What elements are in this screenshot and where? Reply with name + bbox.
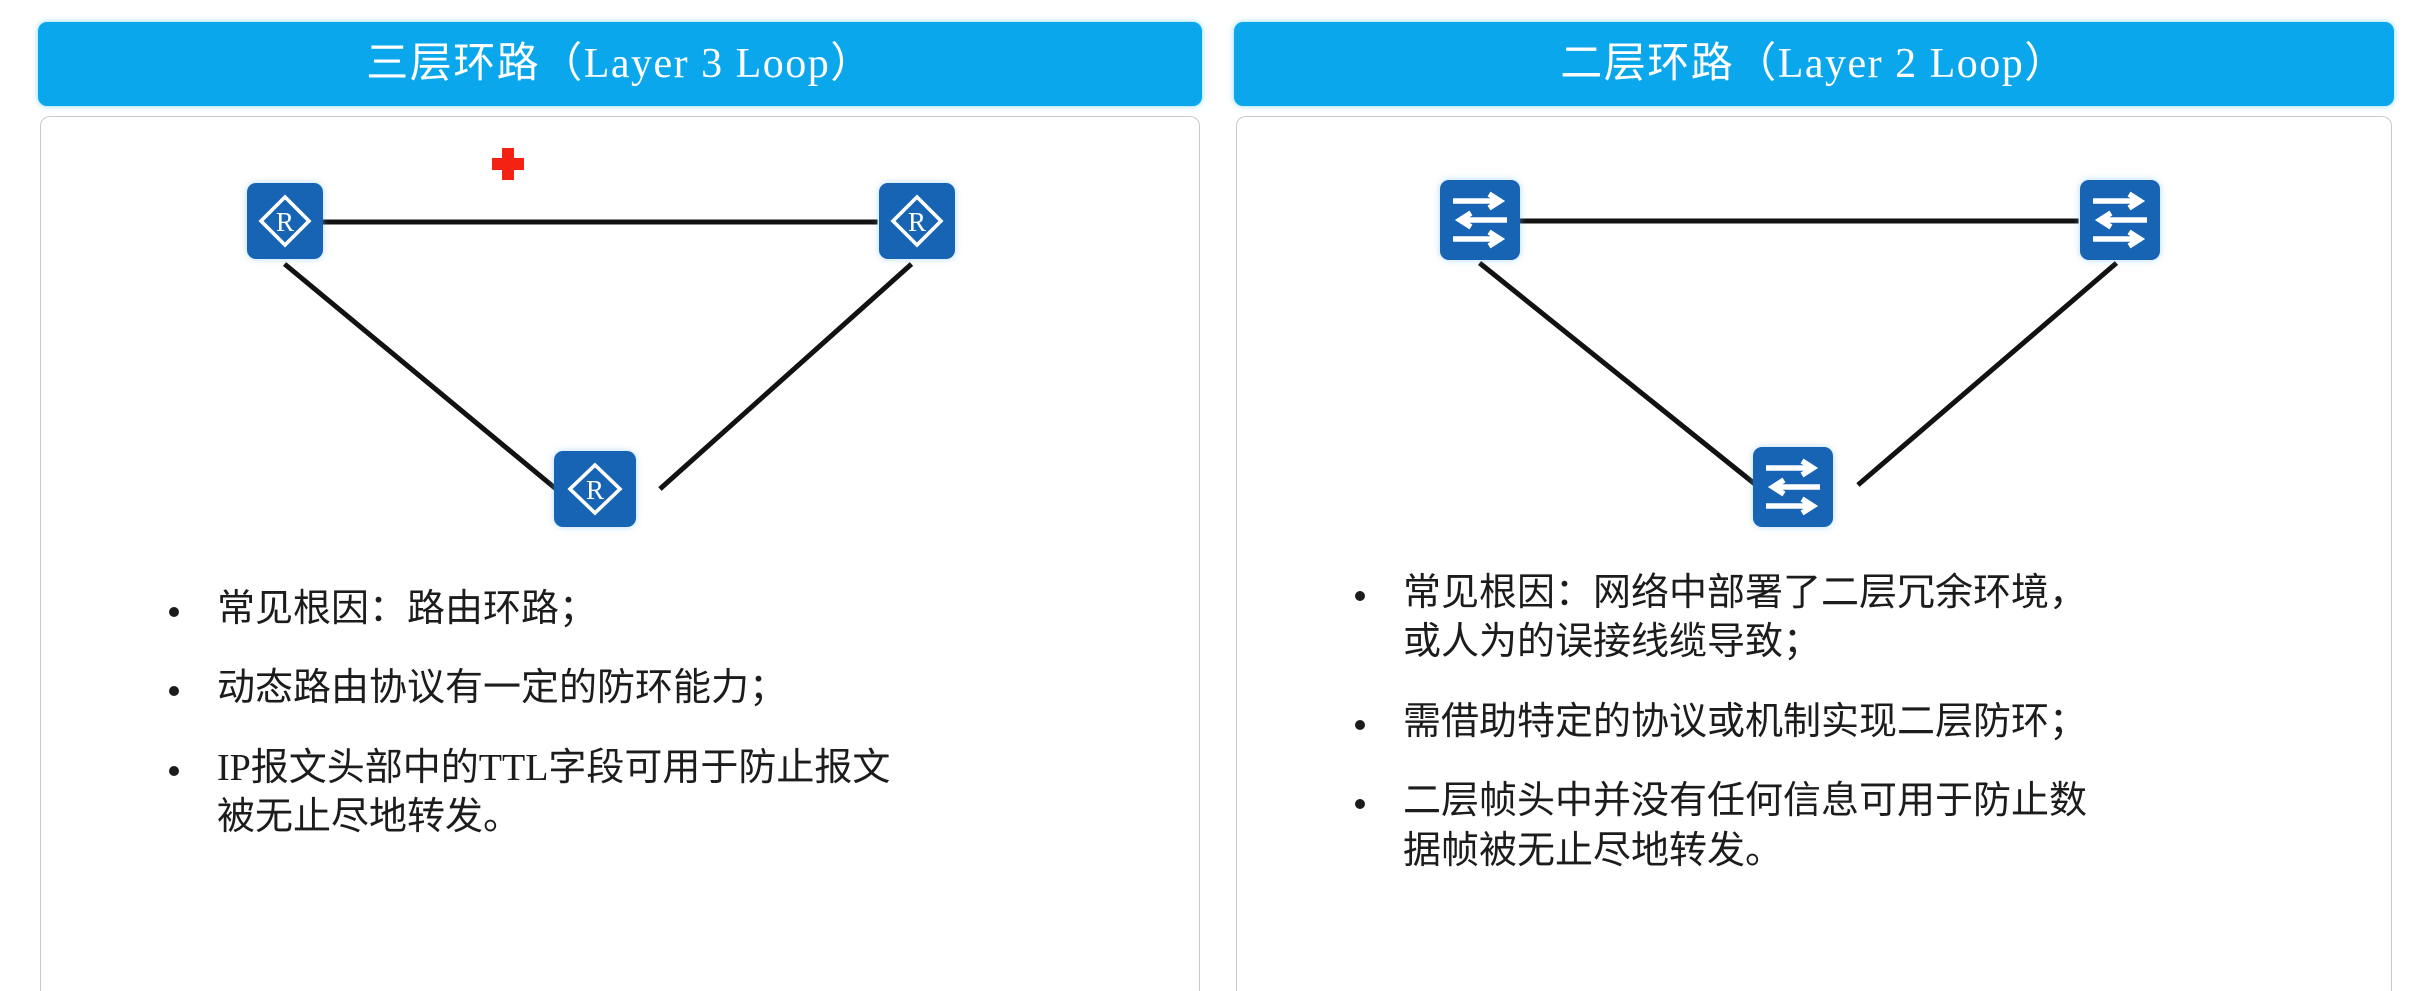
router-icon: R (567, 462, 623, 516)
bullet-text: 常见根因：路由环路； (217, 588, 598, 630)
panel-layer3-loop: 三层环路（Layer 3 Loop） R (32, 0, 1208, 991)
switch-node-top-right[interactable] (2080, 180, 2160, 260)
topology-diagram-layer2 (1237, 117, 2391, 587)
list-item: 常见根因：路由环路； (169, 585, 1049, 634)
topology-links-layer2 (1478, 218, 2119, 487)
router-node-bottom[interactable]: R (554, 451, 636, 527)
list-item: 常见根因：网络中部署了二层冗余环境， 或人为的误接线缆导致； (1355, 569, 2285, 668)
bullet-list-layer2: 常见根因：网络中部署了二层冗余环境， 或人为的误接线缆导致； 需借助特定的协议或… (1355, 569, 2285, 906)
router-icon: R (258, 194, 312, 248)
panel-body-layer3: R R R (40, 116, 1200, 991)
bullet-dot-icon (1355, 719, 1365, 730)
bullet-dot-icon (1355, 591, 1365, 601)
link-topright-bottom (658, 262, 914, 491)
list-item: 二层帧头中并没有任何信息可用于防止数 据帧被无止尽地转发。 (1355, 777, 2285, 876)
link-topleft-bottom (282, 262, 558, 491)
panel-layer2-loop: 二层环路（Layer 2 Loop） (1228, 0, 2400, 991)
switch-node-top-left[interactable] (1440, 180, 1520, 260)
bullet-text: 需借助特定的协议或机制实现二层防环； (1403, 700, 2088, 743)
bullet-dot-icon (169, 686, 179, 697)
panel-title-layer2: 二层环路（Layer 2 Loop） (1560, 41, 2068, 87)
panel-header-layer3: 三层环路（Layer 3 Loop） (38, 22, 1202, 106)
bullet-dot-icon (169, 765, 179, 776)
topology-links-layer3 (282, 219, 914, 491)
link-topright-bottom (1856, 261, 2119, 487)
panel-title-layer3: 三层环路（Layer 3 Loop） (366, 41, 874, 87)
svg-text:R: R (586, 475, 604, 505)
panel-body-layer2: 常见根因：网络中部署了二层冗余环境， 或人为的误接线缆导致； 需借助特定的协议或… (1236, 116, 2392, 991)
list-item: IP报文头部中的TTL字段可用于防止报文 被无止尽地转发。 (169, 744, 1049, 843)
svg-text:R: R (276, 207, 294, 237)
bullet-dot-icon (169, 607, 179, 617)
bullet-dot-icon (1355, 799, 1365, 810)
svg-text:R: R (908, 207, 926, 237)
router-node-top-right[interactable]: R (879, 183, 955, 259)
bullet-text: IP报文头部中的TTL字段可用于防止报文 被无止尽地转发。 (217, 746, 891, 839)
topology-diagram-layer3: R R R (41, 117, 1199, 587)
switch-icon (1453, 191, 1507, 249)
bullet-text: 二层帧头中并没有任何信息可用于防止数 据帧被无止尽地转发。 (1403, 780, 2088, 872)
bullet-text: 常见根因：网络中部署了二层冗余环境， 或人为的误接线缆导致； (1403, 572, 2088, 664)
list-item: 需借助特定的协议或机制实现二层防环； (1355, 698, 2285, 747)
router-node-top-left[interactable]: R (247, 183, 323, 259)
router-icon: R (890, 194, 944, 248)
link-topleft-bottom (1478, 261, 1758, 487)
panel-header-layer2: 二层环路（Layer 2 Loop） (1234, 22, 2394, 106)
switch-icon (1766, 458, 1820, 516)
red-cross-icon (488, 144, 528, 184)
switch-icon (2093, 191, 2147, 249)
bullet-list-layer3: 常见根因：路由环路； 动态路由协议有一定的防环能力； IP报文头部中的TTL字段… (169, 585, 1049, 873)
switch-node-bottom[interactable] (1753, 447, 1833, 527)
bullet-text: 动态路由协议有一定的防环能力； (217, 667, 788, 710)
list-item: 动态路由协议有一定的防环能力； (169, 664, 1049, 713)
